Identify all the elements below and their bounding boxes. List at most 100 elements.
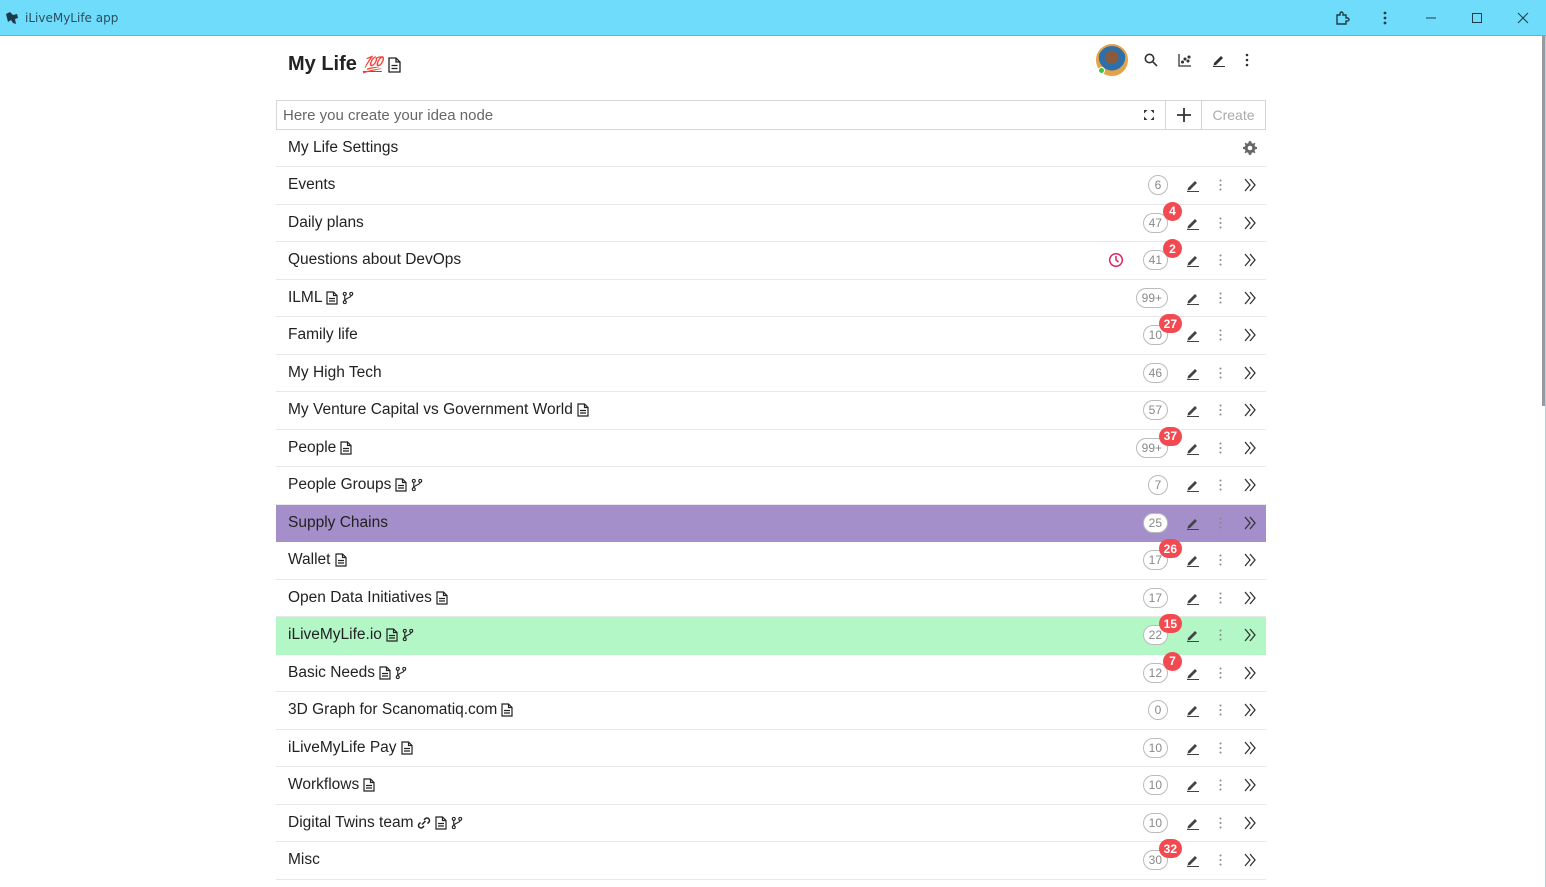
create-button[interactable]: Create <box>1201 101 1265 129</box>
chevron-right-double-icon[interactable] <box>1242 740 1258 756</box>
chevron-right-double-icon[interactable] <box>1242 365 1258 381</box>
node-title[interactable]: ILML <box>288 289 354 307</box>
gear-icon[interactable] <box>1242 140 1258 156</box>
edit-icon[interactable] <box>1186 216 1200 230</box>
more-icon[interactable] <box>1212 402 1228 418</box>
search-icon[interactable] <box>1134 44 1168 76</box>
chart-icon[interactable] <box>1168 44 1202 76</box>
link-icon[interactable] <box>417 816 431 830</box>
edit-icon[interactable] <box>1186 666 1200 680</box>
edit-icon[interactable] <box>1202 44 1236 76</box>
more-icon[interactable] <box>1212 215 1228 231</box>
more-icon[interactable] <box>1212 290 1228 306</box>
more-icon[interactable] <box>1212 252 1228 268</box>
edit-icon[interactable] <box>1186 816 1200 830</box>
more-icon[interactable] <box>1212 365 1228 381</box>
chevron-right-double-icon[interactable] <box>1242 252 1258 268</box>
branch-icon[interactable] <box>342 291 354 305</box>
edit-icon[interactable] <box>1186 178 1200 192</box>
node-title[interactable]: My Venture Capital vs Government World <box>288 401 589 419</box>
settings-row[interactable]: My Life Settings <box>276 130 1266 167</box>
node-title[interactable]: Misc <box>288 851 320 869</box>
expand-icon[interactable] <box>1133 101 1165 129</box>
chevron-right-double-icon[interactable] <box>1242 327 1258 343</box>
node-title[interactable]: Daily plans <box>288 214 364 232</box>
node-title[interactable]: Open Data Initiatives <box>288 589 448 607</box>
chevron-right-double-icon[interactable] <box>1242 815 1258 831</box>
more-icon[interactable] <box>1212 477 1228 493</box>
node-title[interactable]: Wallet <box>288 551 347 569</box>
edit-icon[interactable] <box>1186 741 1200 755</box>
node-title[interactable]: Basic Needs <box>288 664 407 682</box>
document-icon[interactable] <box>363 778 375 792</box>
branch-icon[interactable] <box>402 628 414 642</box>
edit-icon[interactable] <box>1186 703 1200 717</box>
add-icon[interactable] <box>1165 101 1201 129</box>
edit-icon[interactable] <box>1186 591 1200 605</box>
edit-icon[interactable] <box>1186 253 1200 267</box>
more-icon[interactable] <box>1212 515 1228 531</box>
node-title[interactable]: My High Tech <box>288 364 382 382</box>
chevron-right-double-icon[interactable] <box>1242 852 1258 868</box>
chevron-right-double-icon[interactable] <box>1242 777 1258 793</box>
node-title[interactable]: People Groups <box>288 476 423 494</box>
clock-icon[interactable] <box>1108 252 1124 268</box>
chevron-right-double-icon[interactable] <box>1242 215 1258 231</box>
edit-icon[interactable] <box>1186 553 1200 567</box>
chevron-right-double-icon[interactable] <box>1242 290 1258 306</box>
document-icon[interactable] <box>340 441 352 455</box>
node-title[interactable]: Supply Chains <box>288 514 388 532</box>
edit-icon[interactable] <box>1186 403 1200 417</box>
chevron-right-double-icon[interactable] <box>1242 590 1258 606</box>
node-title[interactable]: People <box>288 439 352 457</box>
chevron-right-double-icon[interactable] <box>1242 702 1258 718</box>
chevron-right-double-icon[interactable] <box>1242 477 1258 493</box>
more-icon[interactable] <box>1212 590 1228 606</box>
document-icon[interactable] <box>435 816 448 830</box>
idea-node-input[interactable] <box>277 101 1133 129</box>
node-title[interactable]: iLiveMyLife Pay <box>288 739 413 757</box>
more-icon[interactable] <box>1212 327 1228 343</box>
close-icon[interactable] <box>1500 0 1546 36</box>
edit-icon[interactable] <box>1186 778 1200 792</box>
more-icon[interactable] <box>1212 815 1228 831</box>
header-more-icon[interactable] <box>1236 44 1258 76</box>
document-icon[interactable] <box>395 478 408 492</box>
chevron-right-double-icon[interactable] <box>1242 552 1258 568</box>
chevron-right-double-icon[interactable] <box>1242 440 1258 456</box>
document-icon[interactable] <box>436 591 448 605</box>
extensions-icon[interactable] <box>1322 0 1362 36</box>
more-icon[interactable] <box>1212 177 1228 193</box>
edit-icon[interactable] <box>1186 366 1200 380</box>
chevron-right-double-icon[interactable] <box>1242 515 1258 531</box>
node-title[interactable]: Workflows <box>288 776 375 794</box>
edit-icon[interactable] <box>1186 628 1200 642</box>
chevron-right-double-icon[interactable] <box>1242 402 1258 418</box>
more-icon[interactable] <box>1212 665 1228 681</box>
document-icon[interactable] <box>577 403 589 417</box>
node-title[interactable]: Digital Twins team <box>288 814 463 832</box>
more-icon[interactable] <box>1212 627 1228 643</box>
edit-icon[interactable] <box>1186 478 1200 492</box>
node-title[interactable]: Family life <box>288 326 358 344</box>
document-icon[interactable] <box>386 628 398 642</box>
edit-icon[interactable] <box>1186 441 1200 455</box>
more-icon[interactable] <box>1212 702 1228 718</box>
branch-icon[interactable] <box>395 666 407 680</box>
document-icon[interactable] <box>501 703 513 717</box>
maximize-icon[interactable] <box>1454 0 1500 36</box>
chevron-right-double-icon[interactable] <box>1242 177 1258 193</box>
